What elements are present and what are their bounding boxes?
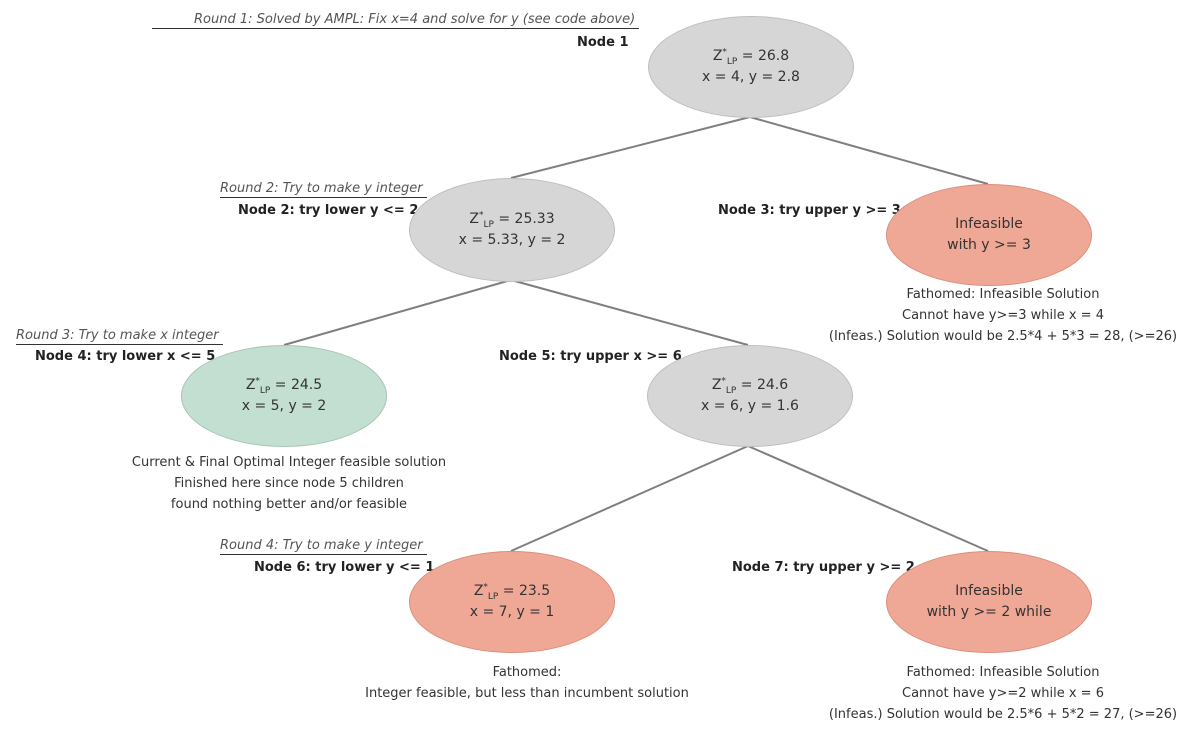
node-2-label: Node 2: try lower y <= 2 — [238, 203, 419, 218]
edge-node5-node7 — [747, 445, 989, 552]
node-3-status: Infeasible — [955, 216, 1023, 232]
node-5-label: Node 5: try upper x >= 6 — [499, 349, 682, 364]
node-1-solution: x = 4, y = 2.8 — [702, 69, 800, 85]
node-5: Z*LP = 24.6 x = 6, y = 1.6 — [647, 345, 853, 447]
node-2: Z*LP = 25.33 x = 5.33, y = 2 — [409, 178, 615, 282]
node-6-note-line: Integer feasible, but less than incumben… — [365, 686, 689, 701]
round-2-heading: Round 2: Try to make y integer — [220, 181, 427, 198]
node-6-solution: x = 7, y = 1 — [469, 604, 555, 620]
round-4-heading: Round 4: Try to make y integer — [220, 538, 427, 555]
node-3-note-line: (Infeas.) Solution would be 2.5*4 + 5*3 … — [828, 329, 1178, 344]
node-4-note-line: found nothing better and/or feasible — [170, 497, 408, 512]
node-3-note-line: Fathomed: Infeasible Solution — [906, 287, 1100, 302]
node-7-note-line: Fathomed: Infeasible Solution — [906, 665, 1100, 680]
edge-node1-node3 — [749, 116, 989, 185]
node-6-note: Fathomed: Integer feasible, but less tha… — [327, 662, 727, 704]
node-7-note-line: (Infeas.) Solution would be 2.5*6 + 5*2 … — [828, 707, 1178, 722]
node-4-note: Current & Final Optimal Integer feasible… — [104, 452, 474, 515]
node-3-constraint: with y >= 3 — [947, 237, 1031, 253]
node-4-objective: Z*LP = 24.5 — [245, 376, 323, 396]
node-2-objective: Z*LP = 25.33 — [469, 210, 555, 230]
round-3-heading: Round 3: Try to make x integer — [16, 328, 223, 345]
round-1-heading: Round 1: Solved by AMPL: Fix x=4 and sol… — [152, 12, 640, 29]
node-1: Z*LP = 26.8 x = 4, y = 2.8 — [648, 16, 854, 118]
node-3: Infeasible with y >= 3 — [886, 184, 1092, 286]
node-4: Z*LP = 24.5 x = 5, y = 2 — [181, 345, 387, 447]
edge-node2-node5 — [510, 279, 749, 346]
node-2-solution: x = 5.33, y = 2 — [458, 232, 566, 248]
node-6-label: Node 6: try lower y <= 1 — [254, 560, 435, 575]
node-7-status: Infeasible — [955, 583, 1023, 599]
node-5-solution: x = 6, y = 1.6 — [701, 398, 799, 414]
node-7-constraint: with y >= 2 while — [926, 604, 1052, 620]
node-3-label: Node 3: try upper y >= 3 — [718, 203, 901, 218]
node-6-objective: Z*LP = 23.5 — [473, 582, 551, 602]
node-1-objective: Z*LP = 26.8 — [712, 47, 790, 67]
node-6: Z*LP = 23.5 x = 7, y = 1 — [409, 551, 615, 653]
node-7-note: Fathomed: Infeasible Solution Cannot hav… — [820, 662, 1186, 725]
node-7-note-line: Cannot have y>=2 while x = 6 — [902, 686, 1104, 701]
edge-node5-node6 — [510, 445, 749, 552]
node-5-objective: Z*LP = 24.6 — [711, 376, 789, 396]
node-4-note-line: Current & Final Optimal Integer feasible… — [131, 455, 447, 470]
node-4-note-line: Finished here since node 5 children — [174, 476, 404, 491]
node-3-note: Fathomed: Infeasible Solution Cannot hav… — [820, 284, 1186, 347]
edge-node1-node2 — [510, 116, 751, 179]
node-3-note-line: Cannot have y>=3 while x = 4 — [902, 308, 1104, 323]
edge-node2-node4 — [283, 279, 512, 346]
node-4-solution: x = 5, y = 2 — [241, 398, 327, 414]
node-4-label: Node 4: try lower x <= 5 — [35, 349, 216, 364]
node-7: Infeasible with y >= 2 while — [886, 551, 1092, 653]
node-1-label: Node 1 — [577, 35, 629, 50]
node-6-note-line: Fathomed: — [492, 665, 562, 680]
node-7-label: Node 7: try upper y >= 2 — [732, 560, 915, 575]
